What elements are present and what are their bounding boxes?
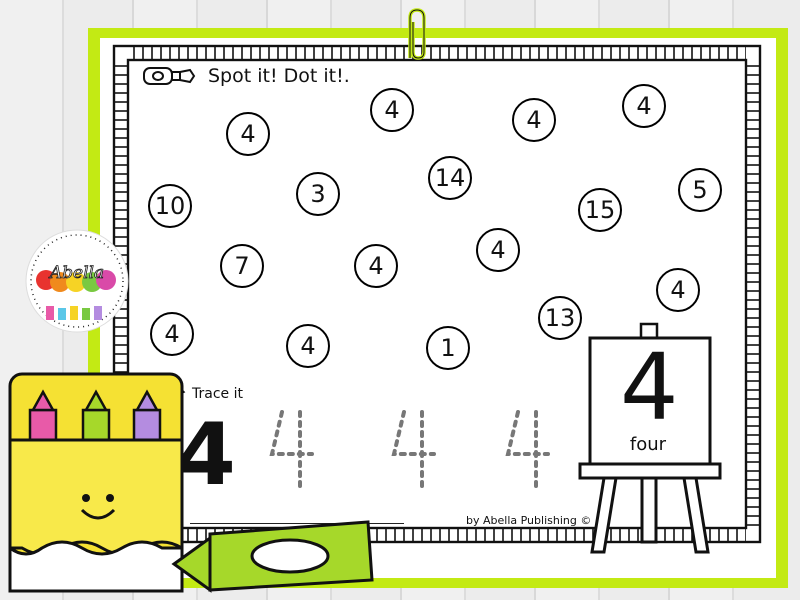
number-circle[interactable]: 4 [286, 324, 330, 368]
number-circle[interactable]: 3 [296, 172, 340, 216]
easel-number-word: four [629, 434, 667, 455]
dotted-four-trace[interactable] [498, 406, 558, 490]
solid-number-four: 4 [176, 405, 236, 505]
trace-it-label: Trace it [192, 386, 243, 402]
green-crayon-illustration [171, 520, 374, 593]
number-circle[interactable]: 1 [426, 326, 470, 370]
easel-illustration [578, 322, 722, 554]
number-circle[interactable]: 5 [678, 168, 722, 212]
worksheet-paper [100, 38, 776, 578]
number-circle[interactable]: 4 [622, 84, 666, 128]
number-circle[interactable]: 7 [220, 244, 264, 288]
number-circle[interactable]: 4 [656, 268, 700, 312]
name-write-line[interactable] [190, 523, 404, 524]
number-circle[interactable]: 4 [370, 88, 414, 132]
publisher-credit: by Abella Publishing © [466, 514, 592, 527]
number-circle[interactable]: 10 [148, 184, 192, 228]
title-row: Spot it! Dot it!. [142, 64, 350, 88]
abella-logo: Abella [25, 229, 129, 333]
dotted-four-trace[interactable] [384, 406, 444, 490]
number-circle[interactable]: 14 [428, 156, 472, 200]
dotted-four-trace[interactable] [262, 406, 322, 490]
number-circle[interactable]: 4 [354, 244, 398, 288]
bingo-dauber-icon [143, 67, 196, 85]
easel-number: 4 [620, 334, 679, 441]
paper-clip-icon [408, 8, 426, 60]
number-circle[interactable]: 4 [476, 228, 520, 272]
number-circle[interactable]: 4 [150, 312, 194, 356]
crayon-box-illustration [8, 372, 184, 593]
number-circle[interactable]: 4 [512, 98, 556, 142]
number-circle[interactable]: 13 [538, 296, 582, 340]
number-circle[interactable]: 4 [226, 112, 270, 156]
number-circle[interactable]: 15 [578, 188, 622, 232]
logo-text: Abella [48, 263, 104, 283]
worksheet-title: Spot it! Dot it!. [208, 65, 350, 87]
